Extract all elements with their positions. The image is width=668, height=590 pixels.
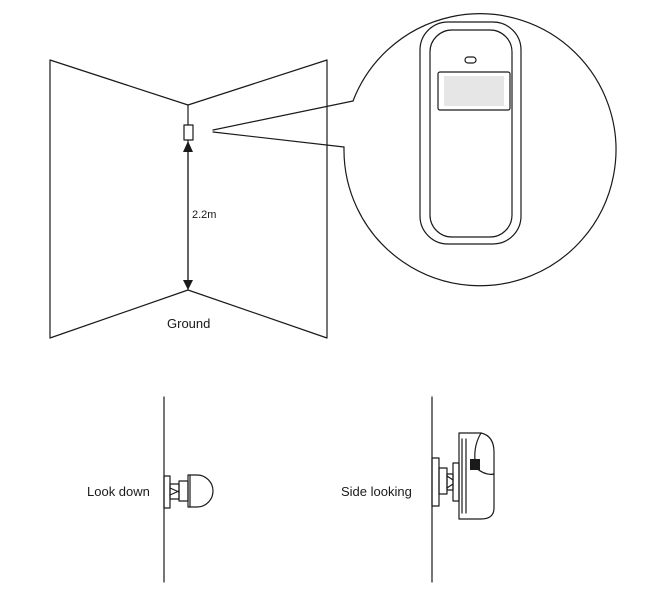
look-down-mount bbox=[164, 397, 213, 582]
callout-lines bbox=[213, 101, 353, 147]
detector-front-view bbox=[420, 22, 521, 244]
side-looking-label: Side looking bbox=[341, 484, 412, 499]
led-indicator-icon bbox=[465, 57, 476, 63]
zoom-circle bbox=[344, 14, 616, 286]
height-label: 2.2m bbox=[192, 209, 217, 221]
left-wall bbox=[50, 60, 188, 338]
detector-side-body bbox=[459, 433, 494, 519]
side-looking-mount bbox=[432, 397, 494, 582]
look-down-label: Look down bbox=[87, 484, 150, 499]
height-dimension-arrow bbox=[183, 141, 193, 290]
ground-label: Ground bbox=[167, 316, 211, 331]
right-wall bbox=[188, 60, 327, 338]
detector-on-wall bbox=[184, 125, 193, 140]
detector-dome bbox=[188, 475, 213, 507]
pir-lens-icon bbox=[438, 72, 510, 110]
